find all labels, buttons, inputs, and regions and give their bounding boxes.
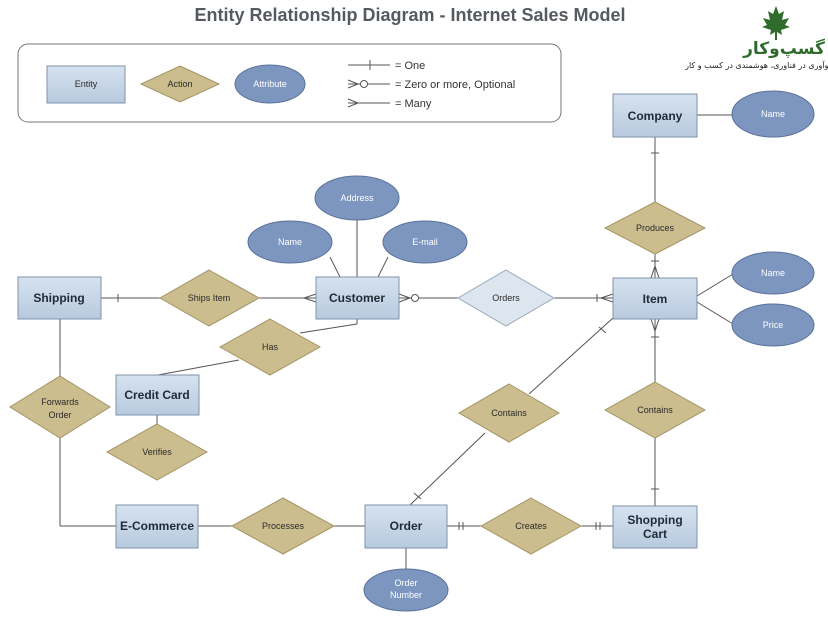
entity-company-label: Company <box>628 109 683 123</box>
connector-customer-has-b <box>299 323 358 334</box>
action-creates-label: Creates <box>515 521 547 531</box>
connector-item-price <box>696 301 734 325</box>
tick-item-contains <box>598 326 607 334</box>
legend-many-label: = Many <box>395 98 432 110</box>
entity-order-label: Order <box>390 519 423 533</box>
legend-zero-label: = Zero or more, Optional <box>395 79 515 91</box>
legend-entity-shape <box>46 65 126 104</box>
action-contains-left-label: Contains <box>491 408 527 418</box>
logo: گسپ‌وکار نوآوری در فناوری، هوشمندی در کس… <box>684 6 828 70</box>
entity-shopping-cart-line1: Shopping <box>627 513 682 527</box>
actions: Produces Ships Item Orders Has Forwards … <box>9 201 707 555</box>
entity-credit-card <box>115 374 200 416</box>
entity-shopping-cart-line2: Cart <box>643 527 667 541</box>
legend-many-crowfoot <box>347 98 360 108</box>
crowfoot-item-orders <box>599 293 614 303</box>
attribute-price <box>731 303 815 347</box>
entity-item-label: Item <box>643 292 668 306</box>
entity-customer-label: Customer <box>329 291 385 305</box>
action-ships-item-label: Ships Item <box>188 293 231 303</box>
attribute-item-name <box>731 251 815 295</box>
attribute-order-number <box>363 568 449 612</box>
attribute-item-name-label: Name <box>761 268 785 278</box>
action-contains-right <box>603 381 707 439</box>
connector-customer-name <box>329 256 341 278</box>
attribute-address-label: Address <box>340 193 374 203</box>
legend-entity-label: Entity <box>75 79 98 89</box>
entity-company <box>612 93 698 138</box>
connector-has-creditcard <box>157 359 240 376</box>
legend-zero-crowfoot <box>347 79 360 89</box>
action-creates <box>479 497 583 555</box>
legend-one-label: = One <box>395 60 425 72</box>
crowfoot-item-contains <box>650 318 660 333</box>
legend: Entity Action Attribute = One = Zero or … <box>17 43 562 123</box>
logo-subtitle: نوآوری در فناوری، هوشمندی در کسب و کار <box>684 60 828 70</box>
attribute-company-name <box>731 90 815 138</box>
attribute-address <box>314 175 400 221</box>
legend-action-label: Action <box>167 79 192 89</box>
entity-customer <box>315 276 400 320</box>
entities: Company Item Shipping Customer Credit Ca… <box>17 93 698 549</box>
action-has <box>218 318 322 376</box>
action-forwards-order <box>9 375 111 439</box>
tick-order-contains <box>413 492 422 500</box>
action-verifies <box>105 423 209 481</box>
legend-action-shape <box>139 65 221 103</box>
action-contains-right-label: Contains <box>637 405 673 415</box>
attribute-price-label: Price <box>763 320 784 330</box>
action-contains-left <box>458 383 560 443</box>
entity-shipping-label: Shipping <box>33 291 84 305</box>
action-processes-label: Processes <box>262 521 305 531</box>
connector-contains-item <box>528 317 614 395</box>
attribute-order-number-line1: Order <box>394 578 417 588</box>
action-orders <box>457 269 555 327</box>
connectors <box>59 114 734 569</box>
action-forwards-order-line1: Forwards <box>41 397 79 407</box>
attribute-customer-name-label: Name <box>278 237 302 247</box>
maple-leaf-icon <box>762 6 790 40</box>
entity-ecommerce <box>115 504 199 549</box>
entity-credit-card-label: Credit Card <box>124 388 189 402</box>
entity-shipping <box>17 276 102 320</box>
connector-order-contains <box>409 432 486 506</box>
connector-item-name <box>696 273 734 297</box>
action-verifies-label: Verifies <box>142 447 172 457</box>
action-produces-label: Produces <box>636 223 675 233</box>
attribute-customer-name <box>247 220 333 264</box>
crowfoot-customer-orders <box>398 293 412 303</box>
attribute-email <box>382 220 468 264</box>
entity-shopping-cart <box>612 505 698 549</box>
entity-item <box>612 277 698 320</box>
attribute-order-number-line2: Number <box>390 590 422 600</box>
crowfoot-customer-shipsitem <box>302 293 317 303</box>
attribute-company-name-label: Name <box>761 109 785 119</box>
legend-attribute-label: Attribute <box>253 79 287 89</box>
legend-zero-circle <box>360 80 368 88</box>
action-forwards-order-line2: Order <box>48 410 71 420</box>
legend-attribute-shape <box>234 64 306 104</box>
action-produces <box>603 201 707 255</box>
attributes: Name Address Name E-mail Name Price Orde… <box>247 90 815 612</box>
action-processes <box>230 497 336 555</box>
logo-mark: گسپ‌وکار <box>742 38 825 59</box>
diagram-title: Entity Relationship Diagram - Internet S… <box>194 5 625 25</box>
attribute-email-label: E-mail <box>412 237 438 247</box>
action-ships-item <box>158 269 261 327</box>
action-has-label: Has <box>262 342 279 352</box>
connector-customer-email <box>377 256 389 278</box>
action-orders-label: Orders <box>492 293 520 303</box>
crowfoot-item-produces <box>650 264 660 279</box>
circle-customer-orders <box>411 294 419 302</box>
entity-order <box>364 504 448 549</box>
entity-ecommerce-label: E-Commerce <box>120 519 194 533</box>
